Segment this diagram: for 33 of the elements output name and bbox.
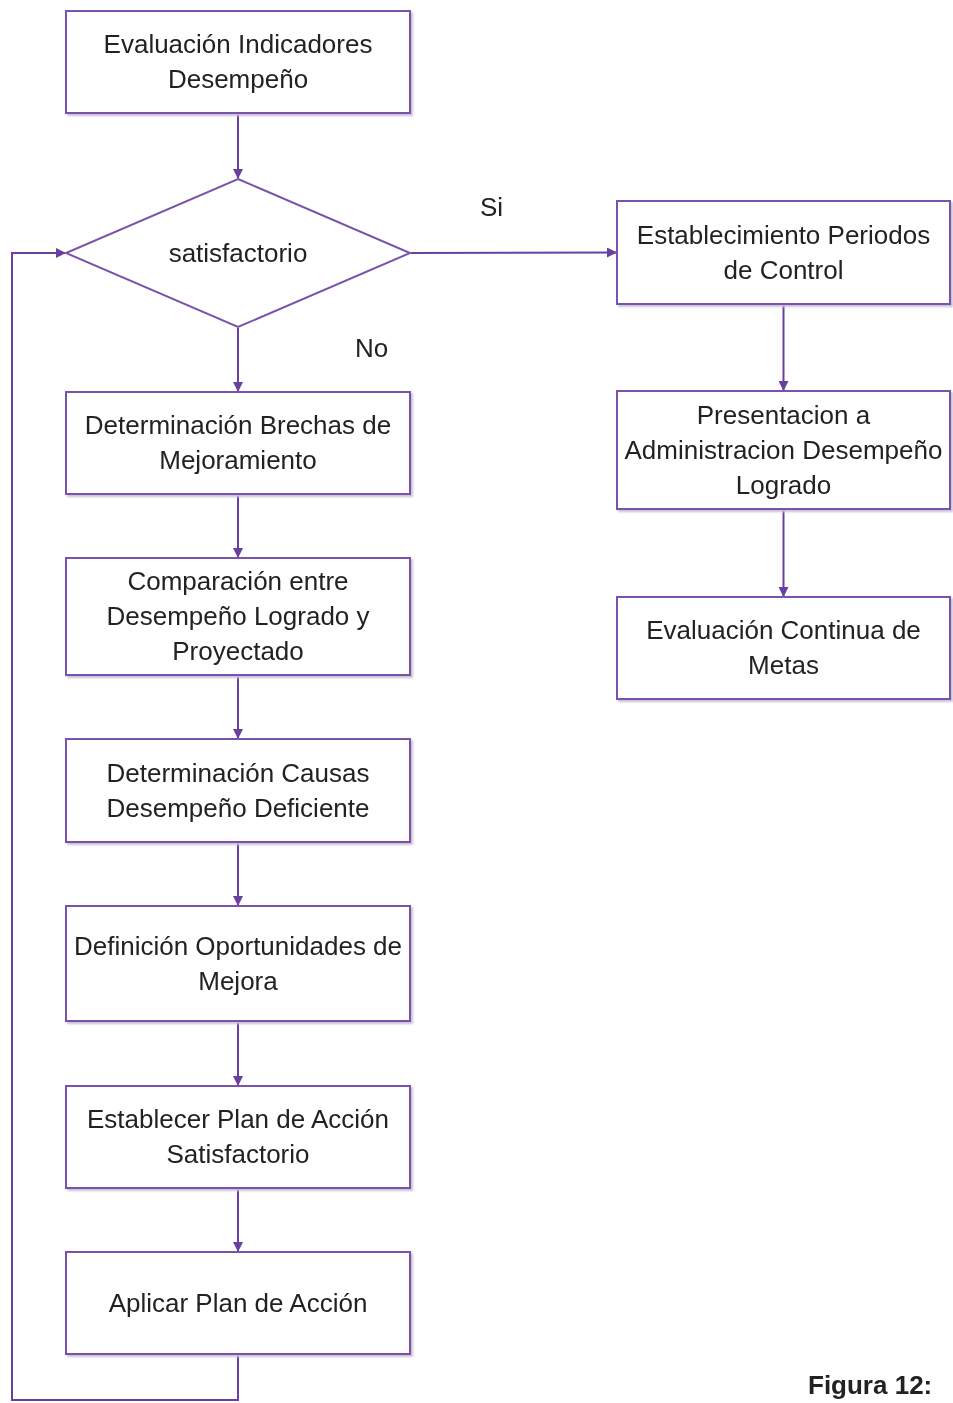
arrow <box>233 675 243 739</box>
node-text: Definición Oportunidades de Mejora <box>72 929 404 998</box>
process-box <box>65 1251 411 1355</box>
process-box <box>65 10 411 114</box>
arrow <box>233 842 243 906</box>
node-text: Evaluación Indicadores Desempeño <box>102 28 374 96</box>
process-box <box>65 557 411 676</box>
arrow <box>11 248 239 1401</box>
arrow <box>233 494 243 558</box>
arrow <box>233 1021 243 1086</box>
process-box <box>616 596 951 700</box>
node-text: Determinación Causas Desempeño Deficiente <box>105 756 371 825</box>
node-text: satisfactorio <box>167 236 309 270</box>
process-box <box>65 905 411 1022</box>
process-box <box>616 200 951 305</box>
node-text: Comparación entre Desempeño Logrado y Proyectado <box>105 565 371 668</box>
arrow <box>233 113 243 179</box>
node-text: Establecer Plan de Acción Satisfactorio <box>85 1103 391 1171</box>
node-text: Aplicar Plan de Acción <box>107 1286 369 1320</box>
process-box <box>616 390 951 510</box>
arrow <box>233 1188 243 1252</box>
node-text: Evaluación Continua de Metas <box>645 614 922 682</box>
node-text: Determinación Brechas de Mejoramiento <box>83 409 393 477</box>
arrow <box>778 304 789 391</box>
node-text: Establecimiento Periodos de Control <box>635 218 932 287</box>
arrow <box>233 327 243 392</box>
process-box <box>65 738 411 843</box>
arrow <box>410 247 617 258</box>
decision-diamond <box>65 178 411 328</box>
node-text: Presentacion a Administracion Desempeño Logrado <box>623 398 944 502</box>
process-box <box>65 391 411 495</box>
arrow <box>778 509 789 597</box>
process-box <box>65 1085 411 1189</box>
